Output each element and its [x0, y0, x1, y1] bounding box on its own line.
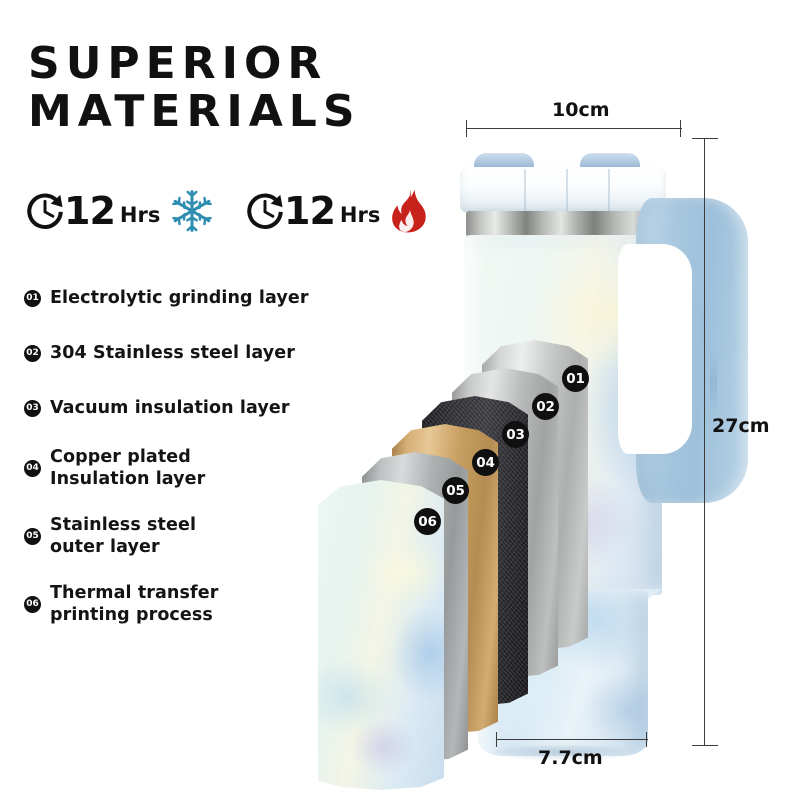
list-item-number: 06	[24, 595, 41, 613]
list-item-label: Copper plated Insulation layer	[50, 447, 206, 489]
list-item-number: 03	[24, 399, 41, 417]
list-item-number: 05	[24, 527, 41, 545]
dimension-label-height: 27cm	[712, 415, 770, 437]
lid-ring	[460, 167, 666, 213]
layer-badge-05: 05	[442, 477, 469, 504]
list-item-label: Electrolytic grinding layer	[50, 288, 309, 308]
handle-opening	[618, 244, 692, 454]
list-item-number: 02	[24, 344, 41, 362]
title-line-2: MATERIALS	[28, 86, 361, 137]
lid-seam	[608, 169, 610, 211]
list-item-number: 01	[24, 289, 41, 307]
cold-hours-unit: Hrs	[119, 203, 161, 227]
cold-hours-value: 12	[64, 189, 116, 233]
list-item: 06 Thermal transfer printing process	[24, 582, 324, 626]
spec-cold-retention: 12 Hrs	[24, 178, 215, 244]
tumbler-base-shadow	[486, 745, 640, 761]
lid-seam	[524, 169, 526, 211]
layer-badge-01: 01	[562, 365, 589, 392]
list-item-label: 304 Stainless steel layer	[50, 343, 295, 363]
retention-specs: 12 Hrs	[22, 178, 452, 244]
flame-icon	[392, 189, 427, 233]
list-item: 05 Stainless steel outer layer	[24, 514, 324, 558]
list-item-label: Vacuum insulation layer	[50, 398, 290, 418]
material-feature-list: 01 Electrolytic grinding layer 02 304 St…	[24, 281, 324, 650]
dimension-label-width-base: 7.7cm	[538, 747, 603, 769]
hot-hours-unit: Hrs	[339, 203, 381, 227]
list-item: 03 Vacuum insulation layer	[24, 391, 324, 425]
page-title: SUPERIOR MATERIALS	[28, 40, 448, 136]
hot-hours-value: 12	[284, 189, 336, 233]
layer-badge-06: 06	[414, 508, 441, 535]
spec-hot-retention: 12 Hrs	[244, 178, 429, 244]
handle-highlight	[710, 348, 717, 418]
layer-badge-02: 02	[532, 393, 559, 420]
tumbler-handle	[618, 198, 748, 503]
layer-badge-04: 04	[472, 449, 499, 476]
list-item: 04 Copper plated Insulation layer	[24, 446, 324, 490]
clock-arrow-icon	[27, 193, 63, 229]
stainless-rim-band	[466, 211, 660, 237]
layer-badge-03: 03	[502, 421, 529, 448]
product-illustration: 01 02 03 04 05 06 10cm 27cm	[300, 90, 800, 794]
list-item: 02 304 Stainless steel layer	[24, 336, 324, 370]
snowflake-icon	[172, 190, 213, 232]
list-item-label: Stainless steel outer layer	[50, 515, 197, 557]
material-layer-stack: 01 02 03 04 05 06	[300, 340, 600, 790]
list-item-label: Thermal transfer printing process	[50, 583, 219, 625]
lid-seam	[566, 169, 568, 211]
list-item-number: 04	[24, 459, 41, 477]
list-item: 01 Electrolytic grinding layer	[24, 281, 324, 315]
dimension-label-width-top: 10cm	[552, 99, 610, 121]
clock-arrow-icon	[247, 193, 283, 229]
title-line-1: SUPERIOR	[28, 38, 328, 89]
